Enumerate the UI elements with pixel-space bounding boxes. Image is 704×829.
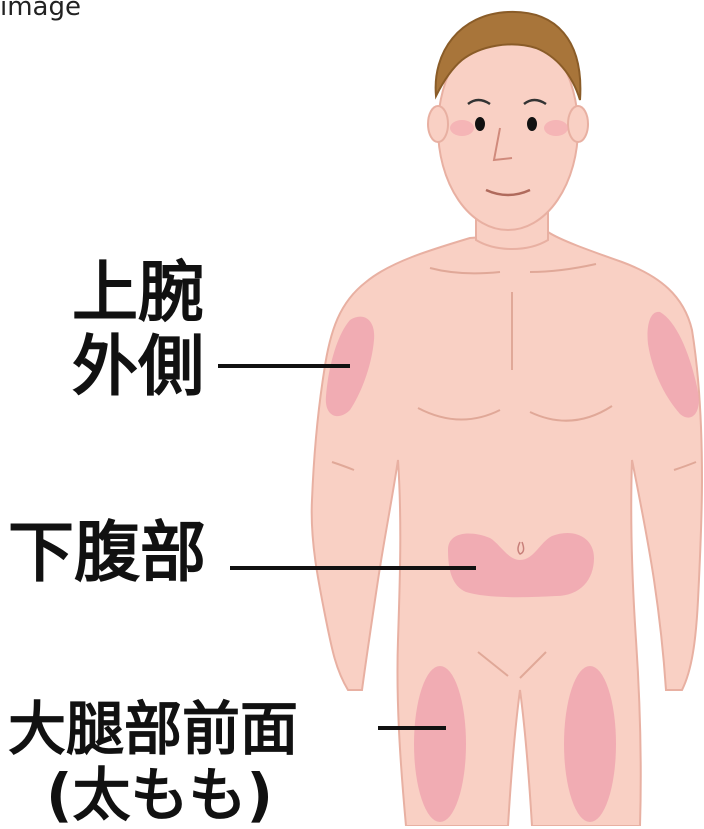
injection-area-thigh-left [414, 666, 466, 822]
left-cheek [450, 120, 474, 136]
right-eye [527, 117, 537, 131]
label-upper-arm: 上腕 外側 [72, 256, 204, 404]
label-lower-abdomen: 下腹部 [8, 520, 206, 586]
leader-upper-arm [218, 364, 350, 368]
right-cheek [544, 120, 568, 136]
label-upper-arm-line2: 外側 [72, 330, 204, 404]
left-eye [475, 117, 485, 131]
right-ear [568, 106, 588, 142]
injection-area-thigh-right [564, 666, 616, 822]
body-silhouette [312, 232, 702, 826]
label-thigh-line1: 大腿部前面 [8, 696, 298, 762]
left-ear [428, 106, 448, 142]
leader-thigh [378, 726, 446, 730]
label-thigh-line2: (太もも) [8, 762, 298, 828]
label-thigh: 大腿部前面 (太もも) [8, 696, 298, 828]
label-upper-arm-line1: 上腕 [72, 256, 204, 330]
leader-lower-abdomen [230, 566, 476, 570]
